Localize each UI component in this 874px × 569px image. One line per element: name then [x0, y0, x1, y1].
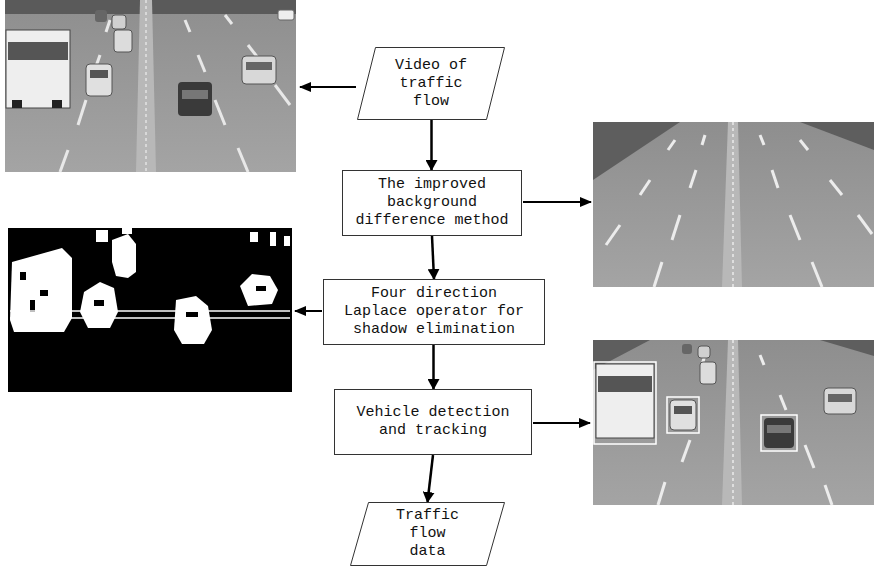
output-parallelogram: Traffic flow data — [350, 502, 505, 566]
process-box: The improved background difference metho… — [342, 170, 522, 236]
node-label: Traffic flow data — [392, 507, 464, 561]
background-photo — [593, 122, 874, 287]
traffic-photo — [5, 0, 296, 172]
flow-arrow — [432, 236, 434, 279]
process-box: Vehicle detection and tracking — [334, 389, 532, 455]
flow-arrow — [430, 120, 433, 170]
node-label: Four direction Laplace operator for shad… — [342, 285, 527, 339]
node-label: The improved background difference metho… — [352, 176, 512, 230]
process-box: Four direction Laplace operator for shad… — [323, 279, 545, 345]
flow-arrow — [428, 455, 434, 502]
leader-arrows — [295, 87, 591, 423]
node-label: Vehicle detection and tracking — [353, 404, 513, 440]
input-parallelogram: Video of traffic flow — [357, 47, 505, 120]
flow-arrow — [432, 345, 435, 389]
detection-photo — [593, 340, 874, 505]
binary-mask-image — [8, 228, 292, 392]
node-label: Video of traffic flow — [391, 57, 471, 111]
